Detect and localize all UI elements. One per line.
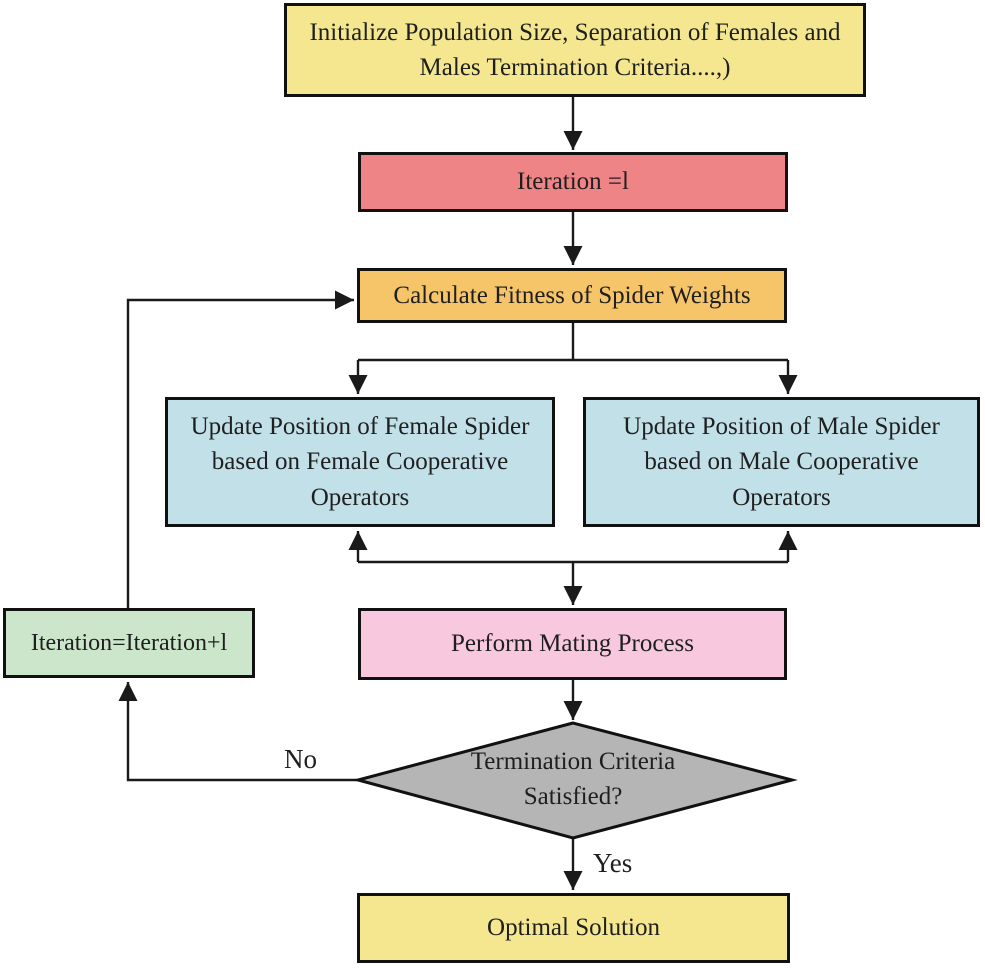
- node-calculate-fitness-label: Calculate Fitness of Spider Weights: [393, 281, 751, 309]
- node-initialize: Initialize Population Size, Separation o…: [284, 3, 866, 97]
- node-termination-decision-label: Termination Criteria Satisfied?: [470, 748, 676, 810]
- termination-diamond: [352, 721, 798, 840]
- node-calculate-fitness: Calculate Fitness of Spider Weights: [357, 268, 787, 323]
- node-update-female-label: Update Position of Female Spider based o…: [190, 412, 530, 511]
- node-optimal-solution: Optimal Solution: [357, 893, 790, 963]
- edge-label-no: No: [284, 744, 317, 774]
- node-update-female: Update Position of Female Spider based o…: [165, 397, 555, 527]
- edge-increment-to-fitness: [126, 290, 354, 608]
- node-mating-process: Perform Mating Process: [358, 608, 787, 680]
- node-update-male: Update Position of Male Spider based on …: [583, 397, 980, 527]
- node-iteration-increment: Iteration=Iteration+l: [3, 608, 255, 678]
- edge-no-to-increment: [118, 682, 358, 782]
- node-iteration-init-label: Iteration =l: [517, 168, 629, 196]
- node-update-male-label: Update Position of Male Spider based on …: [623, 412, 940, 511]
- node-iteration-init: Iteration =l: [358, 152, 788, 212]
- node-initialize-label: Initialize Population Size, Separation o…: [309, 18, 841, 82]
- connector-lines: [118, 97, 798, 890]
- edge-label-yes: Yes: [593, 848, 633, 878]
- node-iteration-increment-label: Iteration=Iteration+l: [30, 629, 228, 656]
- node-optimal-solution-label: Optimal Solution: [487, 914, 660, 942]
- node-mating-process-label: Perform Mating Process: [450, 630, 695, 658]
